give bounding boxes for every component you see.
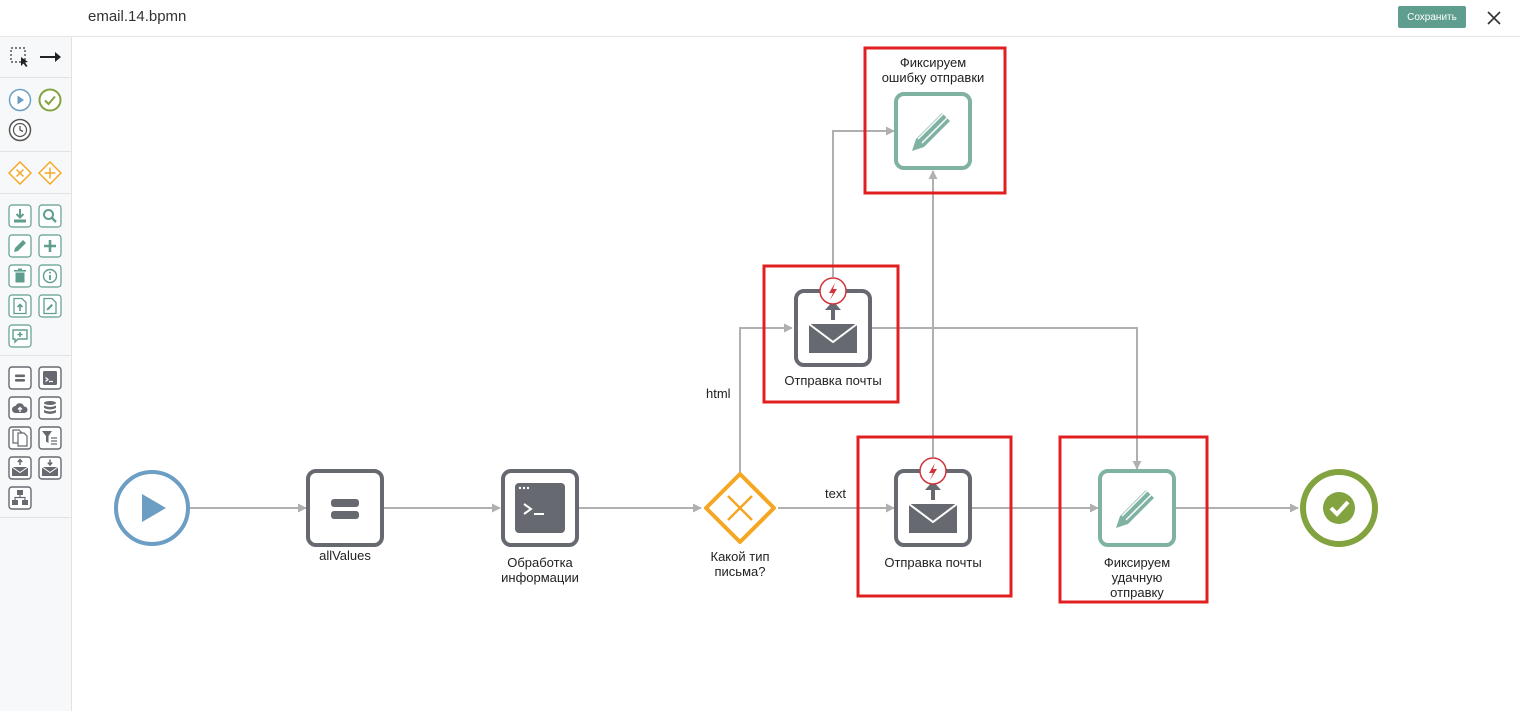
search-task-icon[interactable] bbox=[38, 204, 62, 228]
flow-label-html: html bbox=[706, 386, 731, 401]
send-mail-task-text[interactable] bbox=[894, 457, 972, 547]
flow-send-html-error[interactable] bbox=[832, 126, 895, 277]
edit-task-icon[interactable] bbox=[8, 234, 32, 258]
send-mail-task-icon[interactable] bbox=[8, 456, 32, 480]
tool-palette bbox=[0, 37, 72, 711]
flow-label-text: text bbox=[825, 486, 846, 501]
end-event-icon[interactable] bbox=[38, 88, 62, 112]
parallel-gateway-icon[interactable] bbox=[38, 161, 62, 185]
send-mail-html-label: Отправка почты bbox=[784, 373, 882, 388]
filter-task-icon[interactable] bbox=[38, 426, 62, 450]
palette-divider bbox=[0, 151, 71, 152]
add-task-icon[interactable] bbox=[38, 234, 62, 258]
end-event[interactable] bbox=[1300, 469, 1378, 547]
assign-task-label: allValues bbox=[319, 548, 371, 563]
delete-task-icon[interactable] bbox=[8, 264, 32, 288]
close-icon[interactable] bbox=[1484, 8, 1504, 28]
database-task-icon[interactable] bbox=[38, 396, 62, 420]
highlight-log-success bbox=[1058, 435, 1209, 604]
connect-arrow-icon[interactable] bbox=[38, 45, 62, 69]
save-button[interactable]: Сохранить bbox=[1398, 6, 1466, 28]
comment-task-icon[interactable] bbox=[8, 324, 32, 348]
script-task-label: Обработка информации bbox=[501, 555, 579, 585]
script-task[interactable] bbox=[501, 469, 579, 547]
flow-gateway-html[interactable] bbox=[739, 323, 793, 473]
assign-task[interactable] bbox=[306, 469, 384, 547]
highlight-log-error bbox=[863, 46, 1007, 195]
palette-divider bbox=[0, 517, 71, 518]
log-success-label: Фиксируем удачную отправку bbox=[1103, 555, 1171, 600]
flow-send-html-to-log-success[interactable] bbox=[870, 327, 1142, 470]
palette-divider bbox=[0, 193, 71, 194]
palette-divider bbox=[0, 355, 71, 356]
palette-divider bbox=[0, 77, 71, 78]
start-event[interactable] bbox=[114, 470, 190, 546]
log-error-label: Фиксируем ошибку отправки bbox=[881, 55, 985, 85]
highlight-send-text bbox=[856, 435, 1013, 598]
script-task-icon[interactable] bbox=[38, 366, 62, 390]
lasso-tool-icon[interactable] bbox=[8, 45, 32, 69]
export-task-icon[interactable] bbox=[38, 294, 62, 318]
document-task-icon[interactable] bbox=[8, 426, 32, 450]
gateway-label: Какой тип письма? bbox=[710, 549, 770, 579]
file-name-title: email.14.bpmn bbox=[88, 8, 187, 25]
log-error-task[interactable] bbox=[894, 92, 972, 170]
start-event-icon[interactable] bbox=[8, 88, 32, 112]
top-bar: email.14.bpmn Сохранить bbox=[0, 0, 1520, 37]
sequence-flows bbox=[189, 126, 1299, 513]
log-success-task[interactable] bbox=[1098, 469, 1176, 547]
receive-mail-task-icon[interactable] bbox=[38, 456, 62, 480]
diagram-canvas[interactable]: allValues Обработка информации Какой тип… bbox=[72, 37, 1520, 711]
exclusive-gateway[interactable] bbox=[704, 472, 776, 544]
assign-task-icon[interactable] bbox=[8, 366, 32, 390]
exclusive-gateway-icon[interactable] bbox=[8, 161, 32, 185]
info-task-icon[interactable] bbox=[38, 264, 62, 288]
subprocess-task-icon[interactable] bbox=[8, 486, 32, 510]
highlight-frames bbox=[762, 46, 1209, 604]
download-task-icon[interactable] bbox=[8, 204, 32, 228]
send-mail-task-html[interactable] bbox=[794, 277, 872, 367]
cloud-task-icon[interactable] bbox=[8, 396, 32, 420]
send-mail-text-label: Отправка почты bbox=[884, 555, 982, 570]
highlight-send-html bbox=[762, 264, 900, 404]
timer-event-icon[interactable] bbox=[8, 118, 32, 142]
import-task-icon[interactable] bbox=[8, 294, 32, 318]
